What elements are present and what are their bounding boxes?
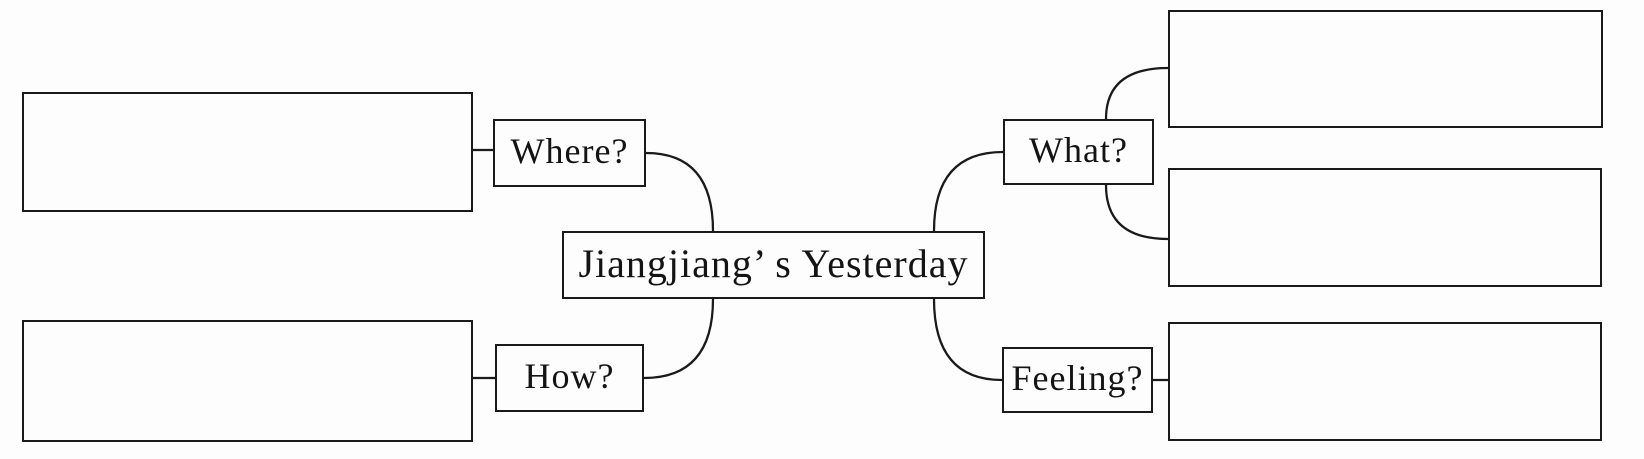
curve-how-center (643, 298, 715, 380)
node-feeling-label: Feeling? (1011, 358, 1144, 398)
node-where: Where? (493, 119, 646, 187)
answer-box-feeling (1168, 322, 1602, 441)
answer-box-what-1 (1168, 10, 1603, 128)
curve-center-feeling (932, 298, 1003, 382)
curve-what-answer2 (1104, 184, 1169, 241)
node-what-label: What? (1029, 130, 1128, 170)
curve-what-answer1 (1104, 66, 1169, 120)
answer-box-where (22, 92, 473, 212)
node-how-label: How? (524, 356, 615, 396)
answer-box-what-2 (1168, 168, 1602, 287)
node-where-label: Where? (510, 131, 629, 171)
answer-box-how (22, 320, 473, 442)
node-center-topic: Jiangjiang’ s Yesterday (562, 231, 985, 299)
node-how: How? (495, 344, 644, 412)
node-center-topic-label: Jiangjiang’ s Yesterday (578, 240, 969, 286)
curve-where-center (645, 151, 715, 232)
node-what: What? (1003, 119, 1154, 185)
curve-center-what (932, 150, 1004, 232)
node-feeling: Feeling? (1002, 347, 1153, 413)
